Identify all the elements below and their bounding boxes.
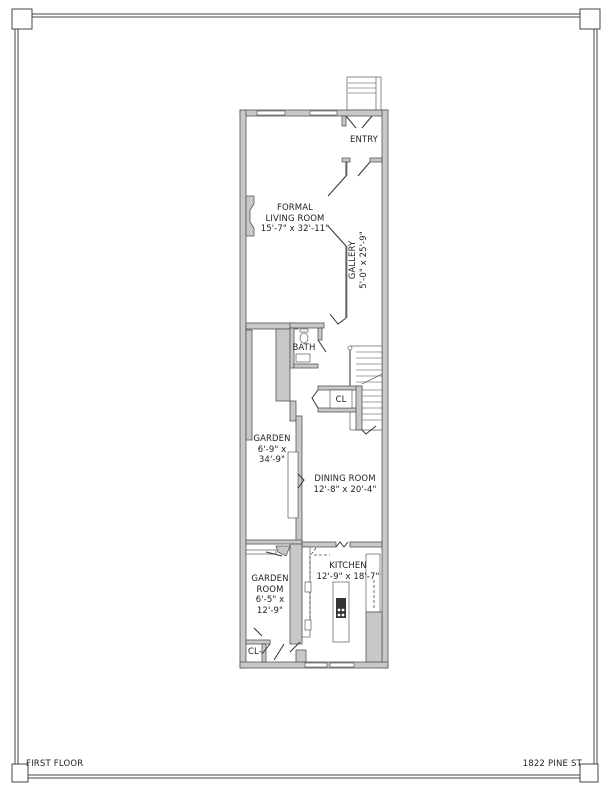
room-dimensions-line1: 6'-9" x (257, 444, 287, 455)
exterior-walls (239, 109, 389, 669)
entry-steps (346, 76, 382, 111)
living-room-back-wall (245, 322, 299, 402)
kitchen-cabinets (301, 546, 381, 643)
room-dimensions-line1: 6'-5" x (255, 595, 285, 605)
bath (289, 322, 327, 369)
room-name: GARDEN (253, 434, 291, 444)
floor-label: FIRST FLOOR (26, 759, 84, 769)
entry-walls (341, 115, 383, 177)
room-label-bath: BATH (292, 343, 316, 353)
room-dimensions-line2: 12'-9" (256, 605, 284, 616)
room-label-dining-room: DINING ROOM 12'-8" x 20'-4" (308, 474, 382, 495)
room-name: DINING ROOM (314, 474, 376, 484)
room-dimensions: 15'-7" x 32'-11" (260, 224, 330, 234)
room-name-line1: FORMAL (277, 203, 313, 213)
room-label-stair-closet: CL (335, 395, 347, 405)
room-dimensions-line2: 34'-9" (258, 455, 286, 465)
room-name-line2: LIVING ROOM (265, 213, 325, 224)
room-label-garden-room-closet: CL- (248, 647, 262, 657)
room-label-gallery: GALLERY 5'-0" x 25'-9" (348, 220, 372, 300)
room-label-garden-room: GARDEN ROOM 6'-5" x 12'-9" (250, 574, 290, 616)
room-label-garden: GARDEN 6'-9" x 34'-9" (250, 434, 294, 466)
room-dimensions: 12'-8" x 20'-4" (313, 484, 377, 495)
room-dimensions: 5'-0" x 25'-9" (358, 231, 369, 289)
room-name: KITCHEN (329, 561, 367, 571)
room-label-kitchen: KITCHEN 12'-9" x 18'-7" (312, 561, 384, 582)
room-dimensions: 12'-9" x 18'-7" (316, 571, 380, 582)
room-label-entry: ENTRY (350, 135, 378, 145)
dining-kitchen-wall (301, 541, 383, 548)
room-name-line2: ROOM (256, 584, 284, 595)
room-label-formal-living-room: FORMAL LIVING ROOM 15'-7" x 32'-11" (250, 203, 340, 235)
room-name: GALLERY (348, 240, 358, 280)
garden-room-walls (245, 543, 383, 663)
room-name-line1: GARDEN (251, 574, 289, 584)
address-label: 1822 PINE ST (522, 759, 582, 769)
living-gallery-partition (327, 162, 348, 325)
stair-closet (311, 385, 363, 431)
